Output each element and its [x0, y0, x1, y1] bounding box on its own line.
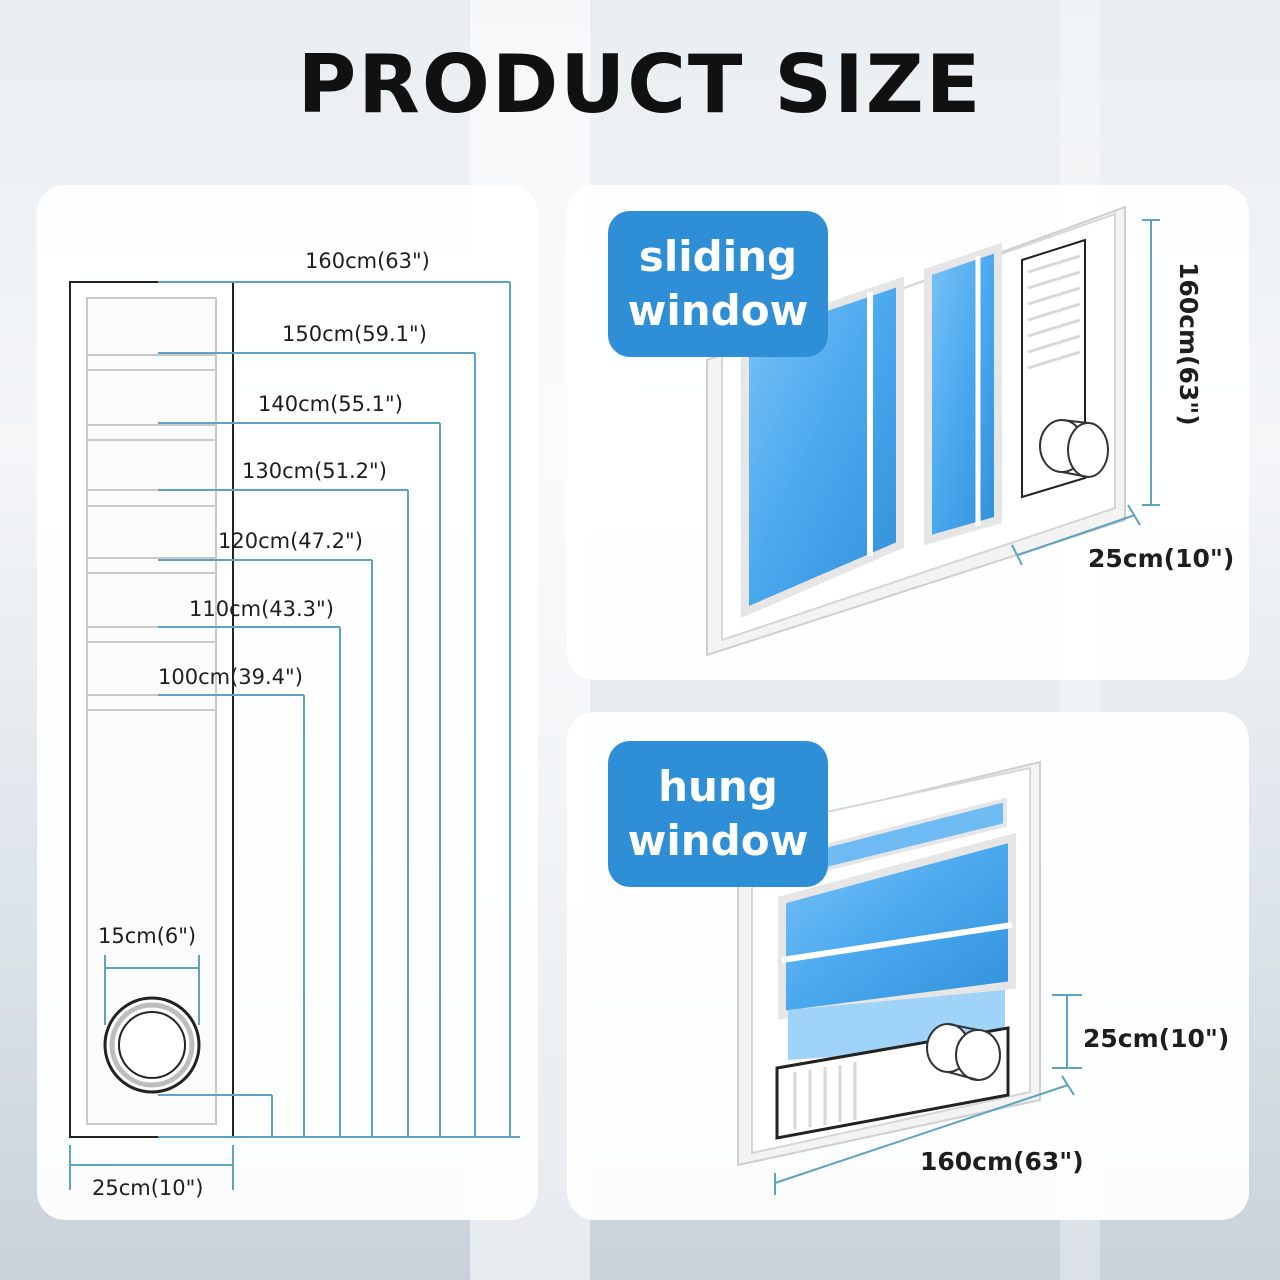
hung-seal-stripes: [793, 1062, 857, 1130]
exhaust-hole: [103, 996, 201, 1094]
seal-board-segments: [87, 354, 216, 711]
length-label-110: 110cm(43.3"): [189, 597, 334, 621]
length-label-140: 140cm(55.1"): [258, 392, 403, 416]
sliding-badge-line2: window: [627, 286, 809, 335]
length-label-130: 130cm(51.2"): [242, 459, 387, 483]
page-title: PRODUCT SIZE: [297, 38, 983, 131]
hung-dimension-lines: [774, 994, 1082, 1195]
sliding-window-badge: sliding window: [608, 211, 828, 357]
hung-width-label: 160cm(63"): [920, 1147, 1084, 1176]
sliding-badge-line1: sliding: [638, 232, 798, 281]
sliding-seal-stripes: [1027, 254, 1081, 370]
sliding-height-label: 160cm(63"): [1174, 262, 1203, 426]
length-label-120: 120cm(47.2"): [218, 529, 363, 553]
hung-window-badge: hung window: [608, 741, 828, 887]
length-label-150: 150cm(59.1"): [282, 322, 427, 346]
board-width-label: 25cm(10"): [92, 1176, 204, 1200]
length-label-100: 100cm(39.4"): [158, 665, 303, 689]
hung-badge-line2: window: [627, 816, 809, 865]
hung-height-label: 25cm(10"): [1083, 1024, 1229, 1053]
other-dimension-lines: [69, 955, 234, 1190]
hole-diameter-label: 15cm(6"): [98, 924, 196, 948]
sliding-window-illustration: [706, 205, 1126, 657]
sliding-width-label: 25cm(10"): [1088, 544, 1234, 573]
seal-board: [69, 281, 234, 1138]
length-dimension-lines: [158, 281, 520, 1138]
sliding-dimension-lines: [1011, 219, 1160, 566]
hung-badge-line1: hung: [658, 762, 778, 811]
length-label-160: 160cm(63"): [305, 249, 430, 273]
